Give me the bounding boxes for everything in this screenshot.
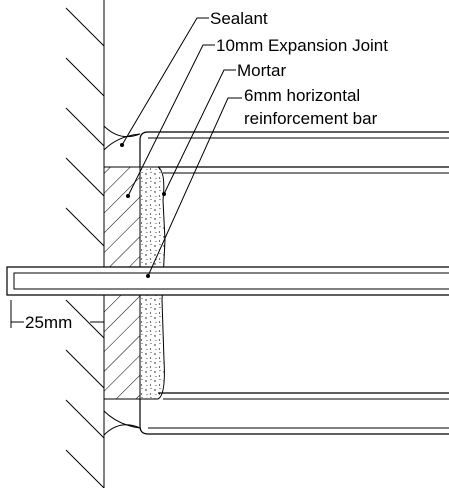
- reinforcement-bar-label-line2: reinforcement bar: [244, 109, 378, 128]
- reinforcement-bar-label-line1: 6mm horizontal: [244, 86, 360, 105]
- leader-lines: [120, 17, 242, 278]
- lower-block: [139, 392, 449, 435]
- dimension-label: 25mm: [25, 313, 72, 332]
- dimension-25mm: 25mm: [10, 300, 105, 340]
- expansion-joint-label: 10mm Expansion Joint: [216, 36, 388, 55]
- wall-hatch: [65, 7, 105, 488]
- reinforcement-bar: [6, 266, 449, 296]
- sealant-label: Sealant: [210, 9, 268, 28]
- sealant-bead: [103, 125, 141, 436]
- existing-wall: [65, 0, 105, 488]
- mortar-label: Mortar: [237, 61, 286, 80]
- upper-block: [139, 131, 449, 174]
